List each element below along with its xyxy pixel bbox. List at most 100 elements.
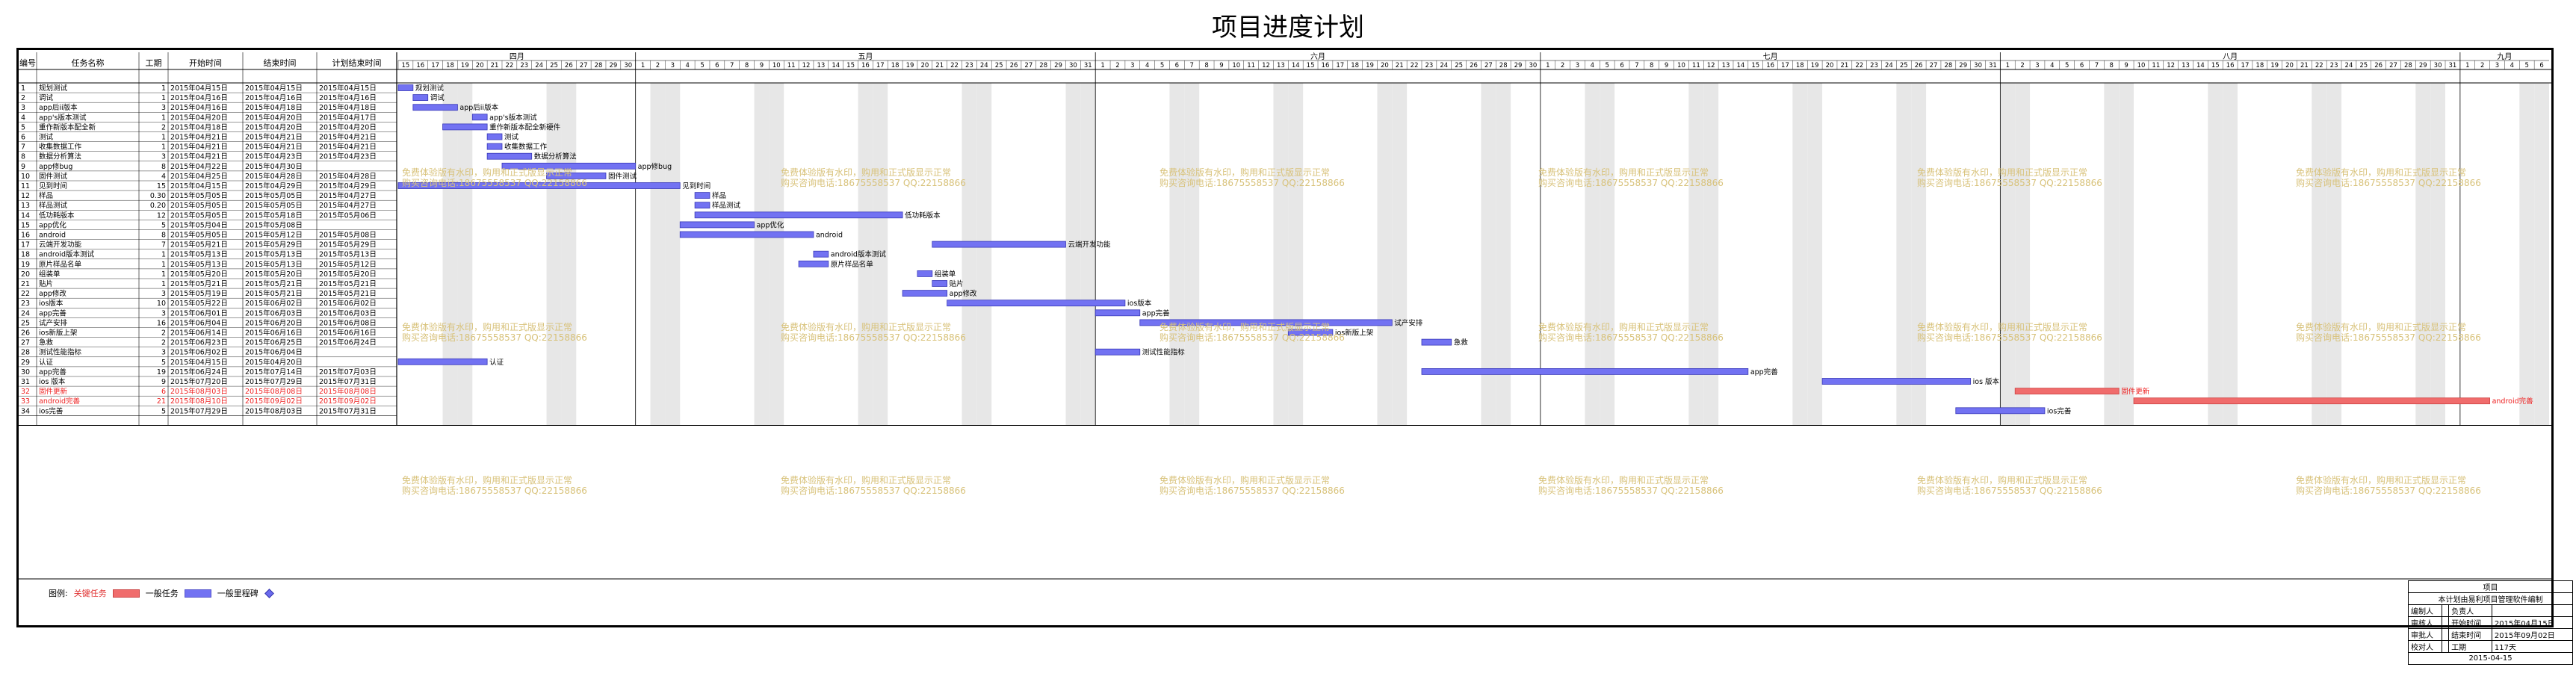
column-header-planned_end: 计划结束时间 [332, 58, 382, 68]
day-label: 18 [1351, 62, 1359, 69]
day-label: 26 [1915, 62, 1923, 69]
cell-no: 10 [21, 173, 30, 181]
day-label: 8 [1650, 62, 1653, 69]
task-bar [902, 290, 948, 297]
task-bar [546, 172, 607, 179]
cell-end: 2015年05月20日 [245, 270, 303, 279]
day-label: 29 [1959, 62, 1967, 69]
weekend-column [665, 83, 681, 426]
day-label: 10 [1232, 62, 1240, 69]
weekend-column [2208, 83, 2223, 426]
day-label: 5 [2525, 62, 2529, 69]
cell-end: 2015年09月02日 [245, 397, 303, 406]
day-label: 14 [2196, 62, 2205, 69]
day-label: 18 [1796, 62, 1804, 69]
cell-days: 1 [161, 143, 166, 152]
weekend-column [1169, 83, 1185, 426]
cell-no: 29 [21, 359, 30, 367]
cell-start: 2015年05月20日 [170, 270, 228, 279]
day-label: 3 [671, 62, 675, 69]
cell-no: 13 [21, 202, 30, 210]
cell-planned: 2015年04月21日 [319, 133, 377, 142]
task-bar [397, 84, 414, 91]
weekend-column [561, 83, 577, 426]
cell-end: 2015年08月08日 [245, 387, 303, 396]
day-label: 21 [2300, 62, 2309, 69]
cell-days: 10 [157, 300, 166, 308]
watermark-line2: 购买咨询电话:18675558537 QQ:22158866 [1538, 177, 1724, 188]
task-bar-label: ios新版上架 [1335, 329, 1374, 338]
cell-days: 0.20 [150, 202, 166, 210]
day-label: 27 [1930, 62, 1938, 69]
task-bar [813, 250, 829, 258]
cell-days: 5 [161, 407, 166, 415]
cell-days: 8 [161, 232, 166, 240]
day-label: 26 [1470, 62, 1478, 69]
day-label: 21 [491, 62, 499, 69]
task-bar-label: android [816, 232, 843, 240]
cell-name: app修bug [39, 162, 72, 171]
cell-name: android版本测试 [39, 250, 95, 259]
cell-days: 5 [161, 221, 166, 229]
task-bar-label: 试产安排 [1394, 318, 1423, 327]
task-bar [1095, 348, 1141, 356]
cell-start: 2015年06月04日 [170, 318, 228, 327]
task-bar [917, 270, 933, 277]
watermark-line1: 免费体验版有水印，购用和正式版显示正常 [1538, 321, 1709, 332]
cell-days: 3 [161, 104, 166, 112]
task-bar [1421, 368, 1749, 375]
weekend-column [2104, 83, 2120, 426]
column-header-end: 结束时间 [264, 58, 297, 68]
day-label: 23 [2330, 62, 2338, 69]
cell-end: 2015年04月15日 [245, 84, 303, 93]
cell-planned: 2015年04月18日 [319, 103, 377, 112]
cell-name: 调试 [39, 93, 54, 102]
cell-no: 34 [21, 407, 30, 415]
cell-planned: 2015年04月23日 [319, 152, 377, 161]
cell-no: 21 [21, 280, 30, 288]
cell-days: 1 [161, 84, 166, 93]
day-label: 9 [1219, 62, 1223, 69]
day-label: 23 [1425, 62, 1434, 69]
cell-no: 30 [21, 368, 30, 376]
info-print-date: 2015-04-15 [2408, 652, 2573, 665]
cell-no: 11 [21, 182, 30, 190]
watermark-line1: 免费体验版有水印，购用和正式版显示正常 [781, 167, 951, 178]
day-label: 11 [1247, 62, 1255, 69]
weekend-column [769, 83, 784, 426]
cell-name: 收集数据工作 [39, 143, 82, 152]
watermark-line2: 购买咨询电话:18675558537 QQ:22158866 [1159, 177, 1345, 188]
day-label: 30 [1069, 62, 1077, 69]
watermark-line1: 免费体验版有水印，购用和正式版显示正常 [1917, 474, 2087, 486]
day-label: 12 [1262, 62, 1270, 69]
watermark-line1: 免费体验版有水印，购用和正式版显示正常 [1917, 321, 2087, 332]
day-label: 17 [2241, 62, 2250, 69]
weekend-column [546, 83, 562, 426]
cell-name: 见到时间 [39, 182, 67, 190]
cell-end: 2015年05月05日 [245, 201, 303, 210]
cell-planned: 2015年08月08日 [319, 387, 377, 396]
cell-days: 1 [161, 261, 166, 269]
cell-end: 2015年04月23日 [245, 152, 303, 161]
cell-start: 2015年04月21日 [170, 133, 228, 142]
cell-days: 1 [161, 114, 166, 122]
task-bar [798, 260, 829, 267]
cell-planned: 2015年04月28日 [319, 172, 377, 181]
info-proofreader-label: 校对人 [2407, 640, 2443, 653]
day-label: 31 [2449, 62, 2457, 69]
cell-planned: 2015年04月27日 [319, 201, 377, 210]
cell-planned: 2015年04月17日 [319, 113, 377, 122]
day-label: 2 [1561, 62, 1564, 69]
cell-name: 重作新版本配全新 [39, 123, 96, 131]
cell-end: 2015年08月03日 [245, 406, 303, 415]
weekend-column [2015, 83, 2031, 426]
cell-days: 21 [157, 397, 166, 406]
watermark-line2: 购买咨询电话:18675558537 QQ:22158866 [402, 177, 587, 188]
cell-no: 16 [21, 232, 30, 240]
milestone-diamond-icon [264, 588, 274, 598]
cell-planned: 2015年07月31日 [319, 406, 377, 415]
day-label: 28 [1499, 62, 1508, 69]
cell-planned: 2015年04月15日 [319, 84, 377, 93]
task-bar-label: 见到时间 [682, 182, 710, 190]
day-label: 9 [760, 62, 764, 69]
